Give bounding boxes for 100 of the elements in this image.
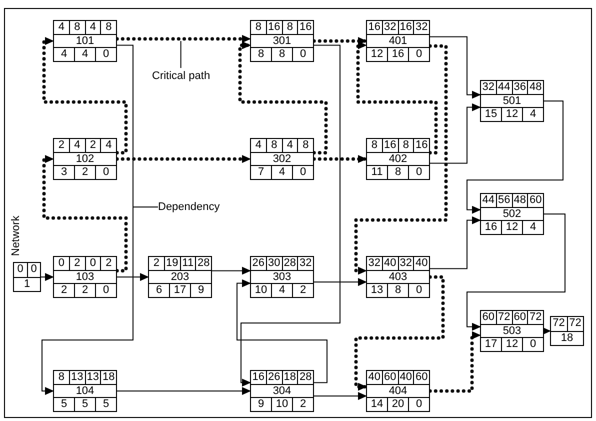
cell-value: 60 bbox=[414, 371, 429, 384]
cell-value: 26 bbox=[251, 257, 267, 270]
cell-value: 8 bbox=[388, 166, 409, 180]
cell-value: 2 bbox=[86, 139, 102, 152]
cell-value: 16 bbox=[414, 139, 429, 152]
cell-value: 28 bbox=[282, 257, 298, 270]
cell-value: 13 bbox=[367, 284, 388, 298]
cell-value: 404 bbox=[388, 384, 408, 398]
cell-value: 30 bbox=[266, 257, 282, 270]
cell-value: 8 bbox=[70, 21, 86, 34]
cell-value: 17 bbox=[170, 284, 191, 298]
cell-value: 18 bbox=[282, 371, 298, 384]
cell-value: 32 bbox=[398, 257, 414, 270]
cell-value: 2 bbox=[75, 284, 96, 298]
critical-path-arrow bbox=[354, 275, 445, 391]
activity-box bbox=[366, 256, 430, 298]
activity-box bbox=[480, 310, 544, 352]
side-label: Network bbox=[9, 216, 23, 256]
cell-value: 402 bbox=[388, 152, 408, 166]
cell-value: 1 bbox=[22, 278, 32, 291]
cell-value: 60 bbox=[382, 371, 398, 384]
cell-value: 101 bbox=[74, 34, 96, 48]
dependency-arrow bbox=[116, 387, 251, 395]
dependency-arrow bbox=[314, 278, 367, 286]
activity-box bbox=[480, 193, 544, 235]
critical-path-arrow bbox=[42, 37, 128, 154]
critical-path-arrow bbox=[115, 155, 252, 163]
cell-value: 28 bbox=[196, 257, 211, 270]
cell-value: 8 bbox=[388, 284, 409, 298]
cell-value: 0 bbox=[414, 284, 424, 298]
cell-value: 102 bbox=[74, 152, 96, 166]
cell-value: 40 bbox=[382, 257, 398, 270]
cell-value: 18 bbox=[560, 332, 574, 345]
activity-box bbox=[366, 370, 430, 412]
cell-value: 17 bbox=[481, 338, 502, 352]
cell-value: 10 bbox=[251, 284, 272, 298]
cell-value: 4 bbox=[104, 139, 113, 152]
cell-value: 0 bbox=[298, 48, 308, 62]
cell-value: 4 bbox=[86, 21, 102, 34]
cell-value: 16 bbox=[251, 371, 267, 384]
cell-value: 16 bbox=[398, 21, 414, 34]
cell-value: 401 bbox=[388, 34, 408, 48]
dependency-arrow bbox=[542, 327, 551, 335]
cell-value: 56 bbox=[496, 194, 512, 207]
cell-value: 12 bbox=[502, 108, 523, 122]
cell-value: 104 bbox=[74, 384, 96, 398]
dependency-arrow bbox=[212, 266, 251, 275]
cell-value: 9 bbox=[251, 398, 272, 412]
cell-value: 8 bbox=[367, 139, 383, 152]
cell-value: 72 bbox=[496, 311, 512, 324]
cell-value: 7 bbox=[251, 166, 272, 180]
dependency-arrow bbox=[466, 100, 564, 214]
cell-value: 4 bbox=[528, 108, 538, 122]
cell-value: 11 bbox=[367, 166, 388, 180]
cell-value: 0 bbox=[86, 257, 102, 270]
cell-value: 4 bbox=[54, 21, 70, 34]
cell-value: 302 bbox=[272, 152, 292, 166]
critical-path-arrow bbox=[356, 41, 438, 154]
leader-line bbox=[132, 206, 158, 208]
cell-value: 8 bbox=[266, 139, 282, 152]
cell-value: 13 bbox=[86, 371, 102, 384]
cell-value: 15 bbox=[481, 108, 502, 122]
critical-path-arrow bbox=[42, 155, 128, 272]
dependency-arrow bbox=[116, 273, 149, 281]
event-box bbox=[13, 262, 41, 292]
cell-value: 12 bbox=[502, 221, 523, 234]
dependency-arrow bbox=[42, 44, 134, 395]
cell-value: 16 bbox=[298, 21, 313, 34]
cell-value: 18 bbox=[102, 371, 116, 384]
dependency-arrow bbox=[236, 279, 328, 384]
cell-value: 32 bbox=[481, 81, 497, 94]
cell-value: 16 bbox=[388, 48, 409, 62]
cell-value: 26 bbox=[266, 371, 282, 384]
cell-value: 11 bbox=[180, 257, 196, 270]
dependency-arrow bbox=[240, 44, 340, 387]
cell-value: 0 bbox=[298, 166, 308, 180]
cell-value: 8 bbox=[272, 48, 293, 62]
dependency-arrow bbox=[430, 216, 481, 270]
activity-box bbox=[366, 138, 430, 180]
critical-path-arrow bbox=[238, 41, 328, 154]
cell-value: 28 bbox=[298, 371, 313, 384]
cell-value: 32 bbox=[414, 21, 429, 34]
cell-value: 203 bbox=[170, 270, 190, 284]
cell-value: 12 bbox=[367, 48, 388, 62]
cell-value: 4 bbox=[251, 139, 267, 152]
cell-value: 40 bbox=[367, 371, 383, 384]
critical-path-arrow bbox=[312, 37, 368, 45]
event-box bbox=[550, 316, 584, 346]
cell-value: 0 bbox=[414, 398, 424, 412]
cell-value: 4 bbox=[75, 48, 96, 62]
cell-value: 2 bbox=[75, 166, 96, 180]
cell-value: 60 bbox=[528, 194, 543, 207]
cell-value: 8 bbox=[282, 21, 298, 34]
cell-value: 3 bbox=[54, 166, 75, 180]
cell-value: 16 bbox=[382, 139, 398, 152]
critical-path-arrow bbox=[354, 44, 448, 275]
cell-value: 8 bbox=[251, 48, 272, 62]
dependency-arrow bbox=[314, 392, 367, 400]
cell-value: 2 bbox=[70, 257, 86, 270]
cell-value: 4 bbox=[272, 284, 293, 298]
